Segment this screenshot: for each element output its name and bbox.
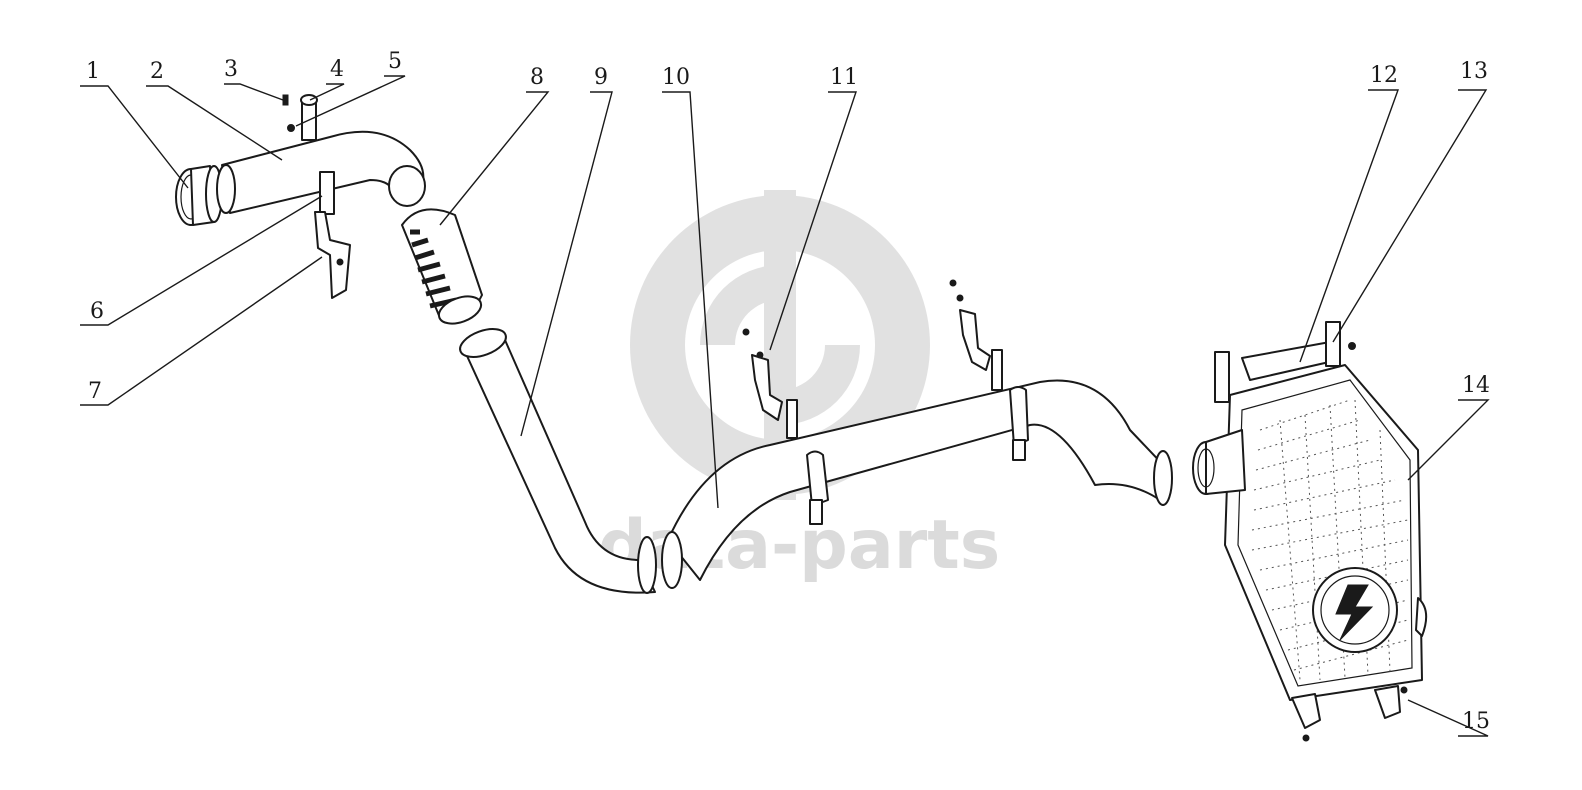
callout-4: 4 <box>330 57 344 82</box>
part-9-long-pipe <box>459 328 657 594</box>
part-15-mounting-foot <box>1291 597 1428 742</box>
callout-3: 3 <box>224 57 238 82</box>
callout-10: 10 <box>662 65 690 90</box>
part-10-main-pipe <box>661 379 1173 589</box>
callout-11: 11 <box>830 65 858 90</box>
callout-1: 1 <box>86 59 100 84</box>
callout-2: 2 <box>150 59 164 84</box>
part-3-bolt <box>282 94 289 106</box>
intercooler-inlet-neck <box>1192 429 1246 495</box>
callout-13: 13 <box>1460 59 1488 84</box>
part-14-intercooler-core <box>1224 364 1423 701</box>
watermark-text: data-parts <box>598 506 1000 585</box>
clamp-bracket-right <box>949 279 1029 461</box>
part-5-washer <box>287 124 295 132</box>
callout-5: 5 <box>388 49 402 74</box>
callout-12: 12 <box>1370 63 1398 88</box>
part-12-top-bracket <box>1214 321 1341 403</box>
callout-9: 9 <box>594 65 608 90</box>
part-13-bolt <box>1348 342 1356 350</box>
part-8-corrugated-hose <box>401 208 483 325</box>
part-6-clamp <box>319 171 335 215</box>
part-1-hose-end <box>175 165 223 226</box>
callout-8: 8 <box>530 65 544 90</box>
part-7-bracket <box>314 211 351 299</box>
part-11-clamp-bracket <box>742 328 829 525</box>
callout-labels: 1 2 3 4 5 6 7 8 9 10 11 12 13 14 15 <box>86 49 1490 734</box>
callout-6: 6 <box>90 299 104 324</box>
callout-15: 15 <box>1462 709 1490 734</box>
callout-leaders <box>80 75 1490 737</box>
callout-7: 7 <box>88 379 102 404</box>
callout-14: 14 <box>1462 373 1490 398</box>
